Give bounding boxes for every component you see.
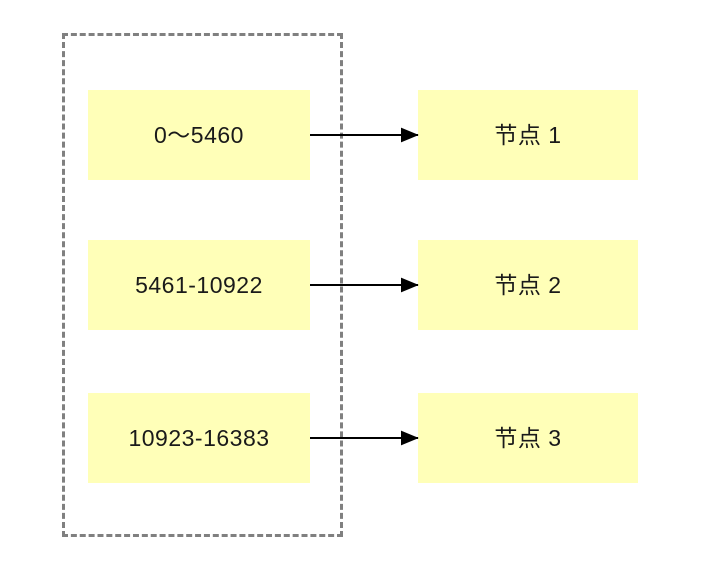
node-label-2: 节点 2 xyxy=(494,271,562,298)
slot-range-box-2[interactable]: 5461-10922 xyxy=(88,240,310,330)
node-label-3: 节点 3 xyxy=(494,424,562,451)
slot-range-label-3: 10923-16383 xyxy=(128,424,270,451)
slot-range-box-3[interactable]: 10923-16383 xyxy=(88,393,310,483)
node-box-3[interactable]: 节点 3 xyxy=(418,393,638,483)
node-box-1[interactable]: 节点 1 xyxy=(418,90,638,180)
node-box-2[interactable]: 节点 2 xyxy=(418,240,638,330)
slot-range-box-1[interactable]: 0〜5460 xyxy=(88,90,310,180)
slot-range-label-1: 0〜5460 xyxy=(154,121,244,148)
slot-range-label-2: 5461-10922 xyxy=(135,271,263,298)
node-label-1: 节点 1 xyxy=(494,121,562,148)
